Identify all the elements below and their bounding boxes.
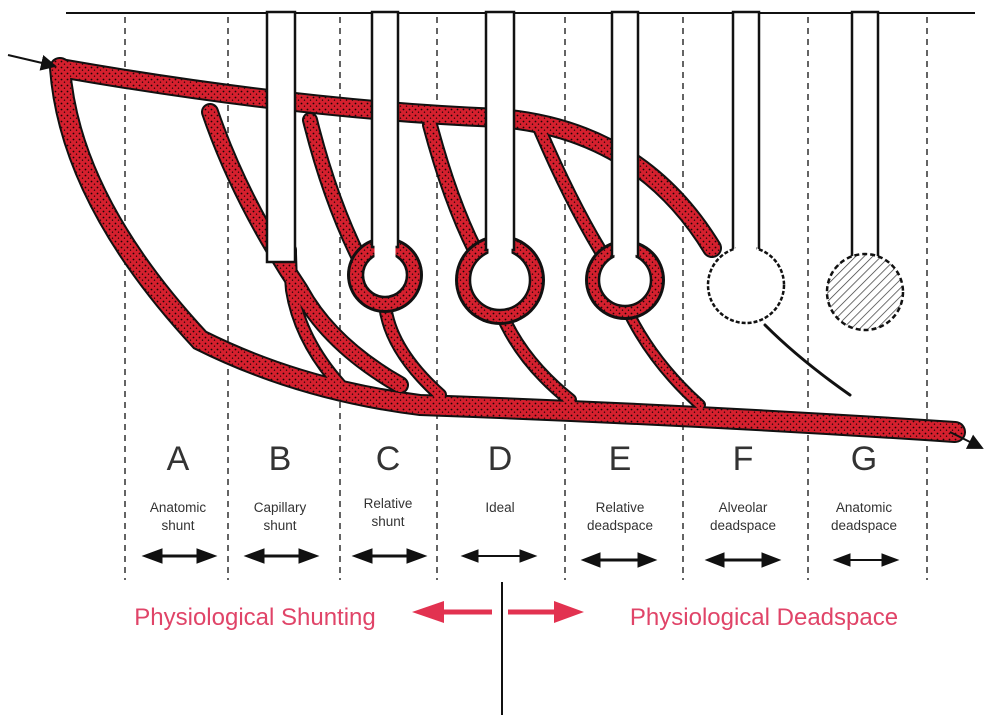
double-arrows <box>143 549 898 567</box>
desc-g-line1: Anatomic <box>836 500 893 515</box>
desc-d-line1: Ideal <box>485 500 514 515</box>
double-arrow-f <box>706 553 780 567</box>
double-arrow-b <box>245 549 318 563</box>
column-labels: A B C D E F G Anatomic shunt Capillary s… <box>150 440 897 533</box>
physiological-shunting-label: Physiological Shunting <box>134 604 376 631</box>
desc-c-line2: shunt <box>371 514 404 529</box>
alveolus-f <box>708 247 784 323</box>
alveolus-d <box>470 250 530 310</box>
alveolus-c <box>363 253 407 297</box>
deadspace-arrow <box>508 601 584 623</box>
airway-e <box>612 12 638 260</box>
desc-f-line1: Alveolar <box>719 500 768 515</box>
desc-b-line2: shunt <box>263 518 296 533</box>
double-arrow-c <box>353 549 426 563</box>
desc-f-line2: deadspace <box>710 518 776 533</box>
desc-e-line1: Relative <box>596 500 645 515</box>
desc-a-line1: Anatomic <box>150 500 207 515</box>
inflow-arrow <box>8 55 55 66</box>
shunting-arrow <box>412 601 492 623</box>
double-arrow-a <box>143 549 216 563</box>
desc-a-line2: shunt <box>161 518 194 533</box>
physiological-deadspace-label: Physiological Deadspace <box>630 604 898 631</box>
airway-b <box>267 12 295 262</box>
double-arrow-g <box>834 554 898 566</box>
letter-d: D <box>488 440 513 478</box>
airway-d <box>486 12 514 250</box>
letter-a: A <box>167 440 190 478</box>
airway-g <box>852 12 878 257</box>
airway-f <box>733 12 759 257</box>
desc-g-line2: deadspace <box>831 518 897 533</box>
double-arrow-d <box>462 550 536 562</box>
desc-e-line2: deadspace <box>587 518 653 533</box>
letter-b: B <box>269 440 292 478</box>
alveolus-g <box>827 254 903 330</box>
letter-e: E <box>609 440 632 478</box>
letter-f: F <box>733 440 754 478</box>
letter-g: G <box>851 440 877 478</box>
letter-c: C <box>376 440 401 478</box>
desc-b-line1: Capillary <box>254 500 307 515</box>
desc-c-line1: Relative <box>364 496 413 511</box>
double-arrow-e <box>582 553 656 567</box>
airway-c <box>372 12 398 247</box>
physiological-arrows <box>412 601 584 623</box>
